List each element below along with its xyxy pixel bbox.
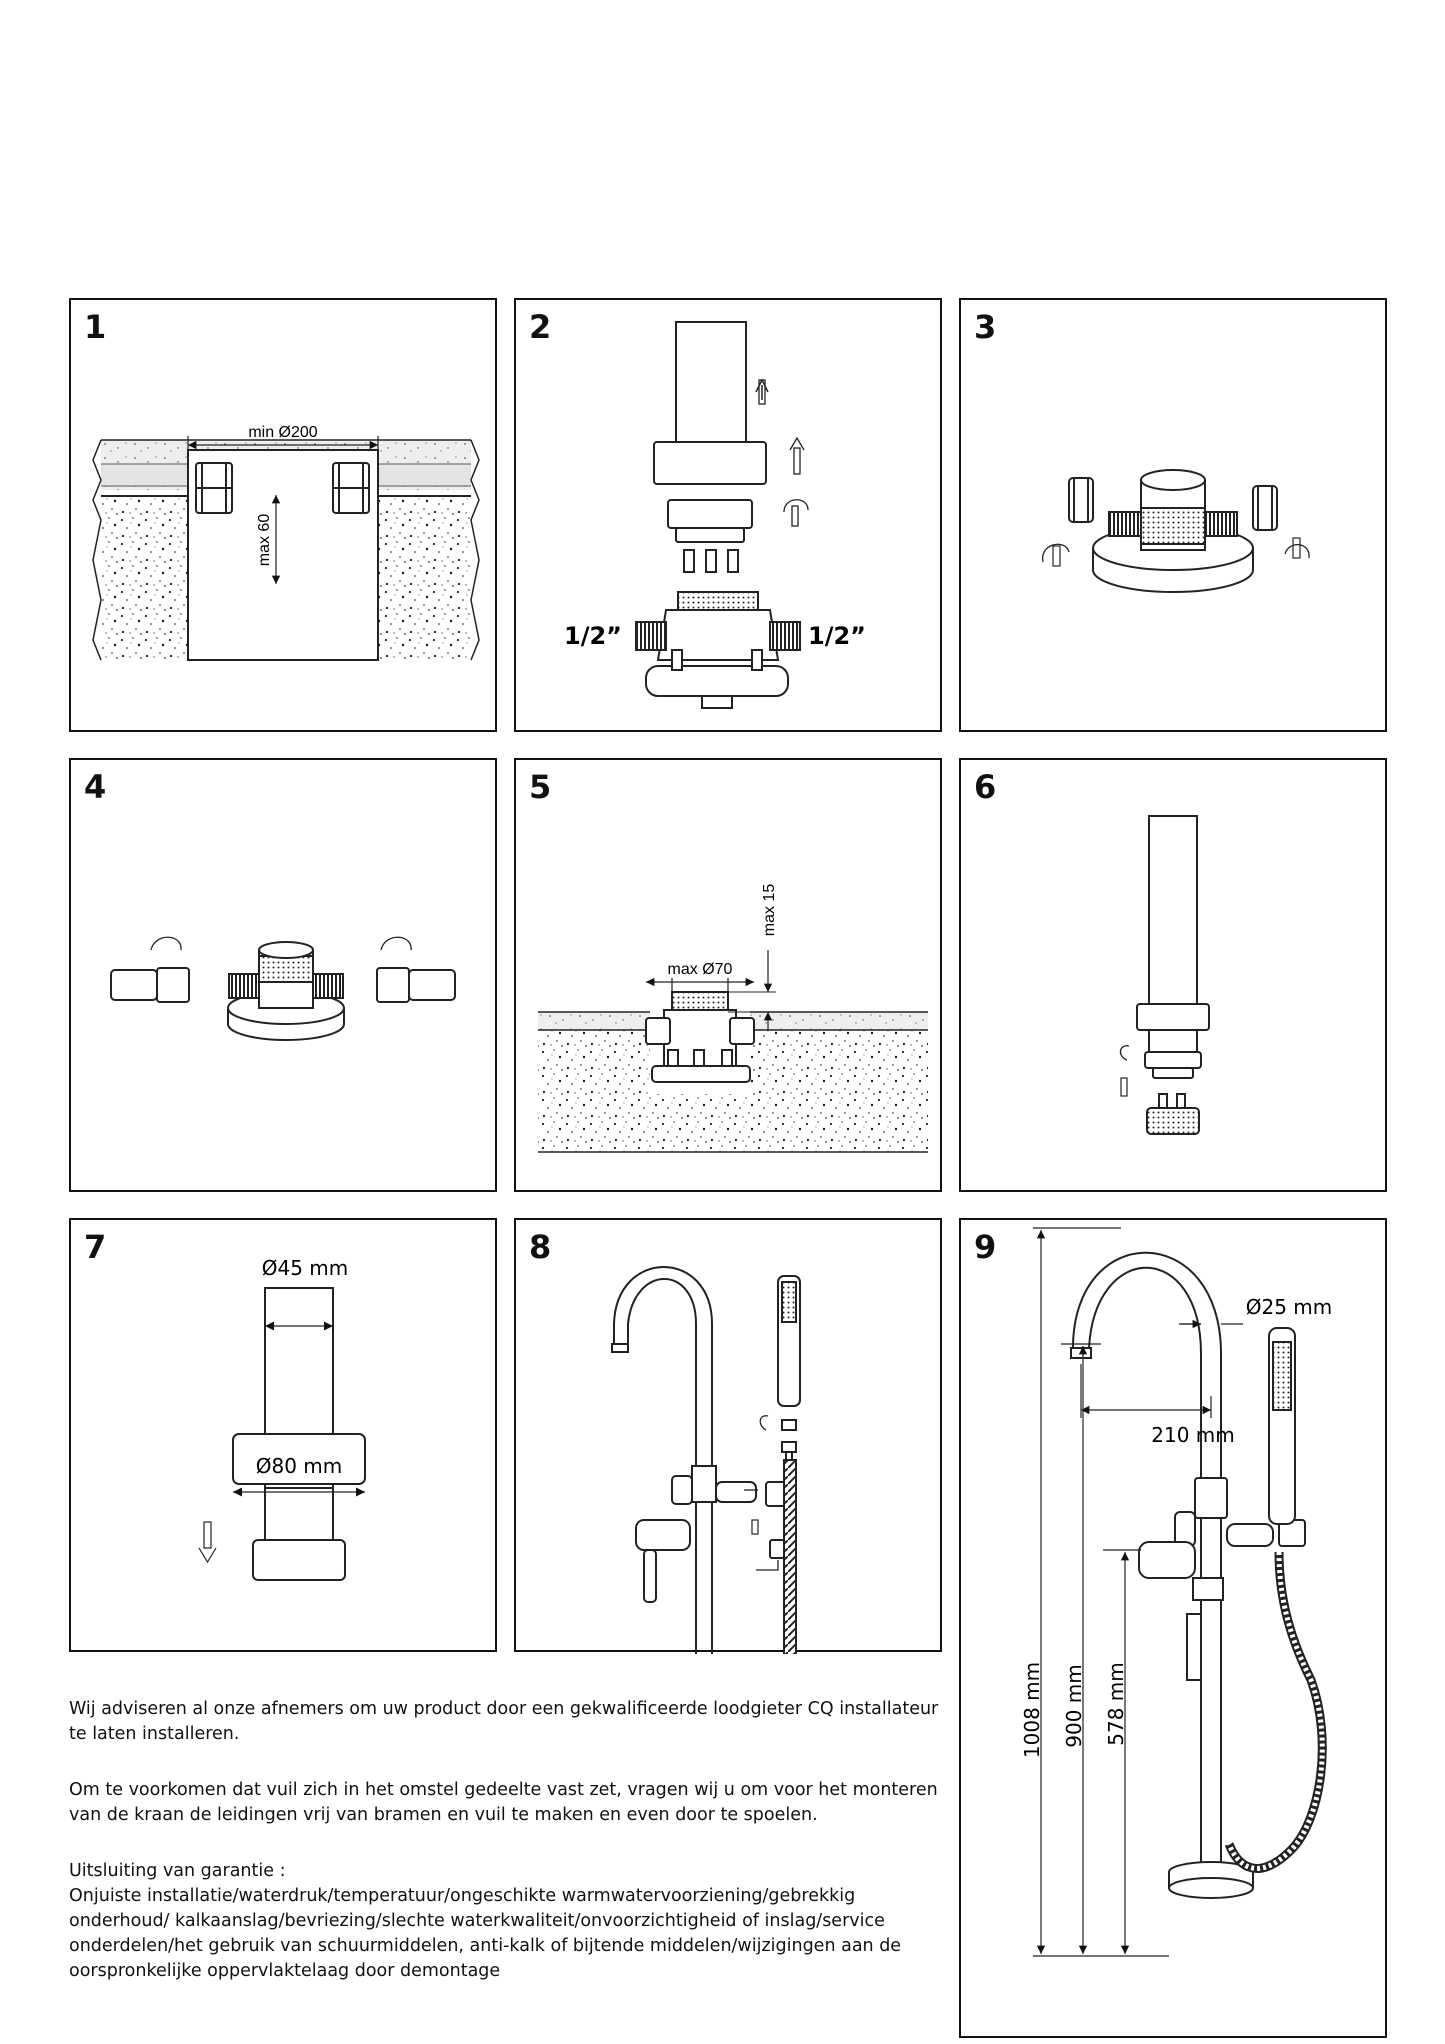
mounting-exploded-diagram: 1/2” 1/2” <box>564 321 866 709</box>
panel-1: 1 min Ø200 max 60 <box>69 298 497 732</box>
panel-5: 5 max Ø70 max 15 <box>514 758 942 1192</box>
panel-9: 9 Ø25 mm 210 mm <box>959 1218 1387 2038</box>
width-label: max Ø70 <box>668 961 733 978</box>
panel-8: 8 <box>514 1218 942 1654</box>
left-thread-label: 1/2” <box>564 622 622 650</box>
column-mounting-diagram <box>1119 815 1210 1135</box>
panel-number: 1 <box>84 308 107 346</box>
panel-6: 6 <box>959 758 1387 1192</box>
panel-number: 4 <box>84 768 107 806</box>
warranty-body: Onjuiste installatie/waterdruk/temperatu… <box>69 1886 902 1981</box>
panel-4: 4 <box>69 758 497 1192</box>
notes-paragraph-2: Om te voorkomen dat vuil zich in het oms… <box>69 1780 938 1825</box>
inlet-tightening-diagram <box>110 936 456 1041</box>
mixer-height-label: 578 mm <box>1104 1662 1128 1746</box>
notes-paragraph-1: Wij adviseren al onze afnemers om uw pro… <box>69 1699 939 1744</box>
reach-label: 210 mm <box>1151 1423 1235 1447</box>
panel-number: 8 <box>529 1228 552 1266</box>
panel-3: 3 <box>959 298 1387 732</box>
wall-inlet-diagram: min Ø200 max 60 <box>92 424 480 661</box>
floor-install-diagram: max Ø70 max 15 <box>538 884 928 1153</box>
panel-number: 6 <box>974 768 997 806</box>
faucet-dimensions-diagram: Ø25 mm 210 mm 1008 mm 900 mm 578 mm <box>1020 1227 1333 1957</box>
right-thread-label: 1/2” <box>808 622 866 650</box>
width-label: min Ø200 <box>248 424 317 441</box>
height-label: max 60 <box>256 514 273 567</box>
spout-height-label: 900 mm <box>1062 1664 1086 1748</box>
inlet-connection-diagram <box>1042 469 1310 593</box>
panel-number: 5 <box>529 768 552 806</box>
panel-2: 2 1/2” 1/2” <box>514 298 942 732</box>
installation-notes: Wij adviseren al onze afnemers om uw pro… <box>69 1697 949 1984</box>
panel-number: 3 <box>974 308 997 346</box>
notes-warranty: Uitsluiting van garantie : Onjuiste inst… <box>69 1859 949 1984</box>
column-dimensions-diagram: Ø45 mm Ø80 mm <box>198 1256 366 1581</box>
rosette-diameter-label: Ø80 mm <box>256 1454 343 1478</box>
panel-7: 7 Ø45 mm Ø80 mm <box>69 1218 497 1652</box>
pipe-diameter-label: Ø25 mm <box>1246 1295 1333 1319</box>
total-height-label: 1008 mm <box>1020 1662 1044 1758</box>
panel-number: 9 <box>974 1228 997 1266</box>
warranty-title: Uitsluiting van garantie : <box>69 1861 286 1881</box>
panel-number: 7 <box>84 1228 107 1266</box>
pipe-diameter-label: Ø45 mm <box>262 1256 349 1280</box>
faucet-assembly-diagram <box>611 1266 801 1654</box>
panel-number: 2 <box>529 308 552 346</box>
height-label: max 15 <box>761 884 778 937</box>
